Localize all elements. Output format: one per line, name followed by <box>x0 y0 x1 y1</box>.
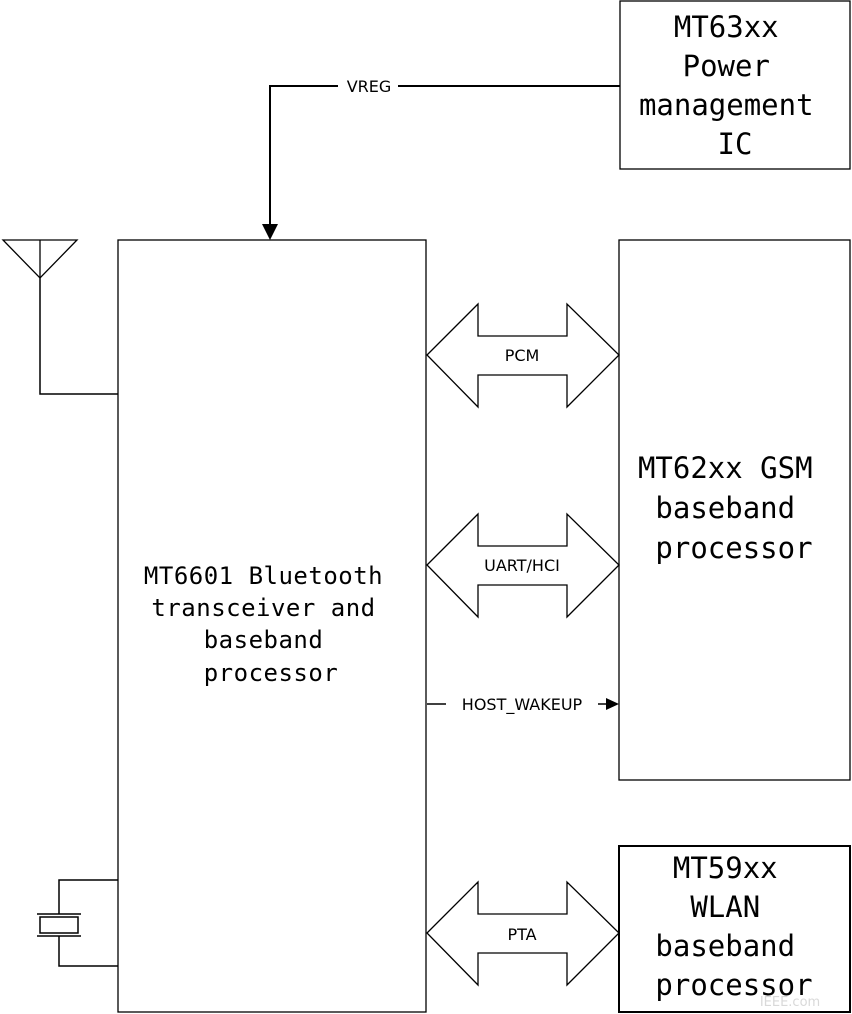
svg-text:MT62xx GSM baseband: MT62xx GSM baseband processor <box>638 451 830 565</box>
crystal-icon <box>37 879 118 967</box>
wlan-label-line3: baseband <box>655 929 795 963</box>
wlan-label-line2: WLAN <box>690 890 760 924</box>
host-wakeup-arrowhead <box>606 698 619 710</box>
bt-label-line4: processor <box>204 659 339 687</box>
bluetooth-block: MT6601 Bluetooth transceiver and baseban… <box>117 239 427 1013</box>
pcm-label: PCM <box>505 346 540 365</box>
pcm-bus-arrow: PCM <box>426 302 620 409</box>
gsm-block: MT62xx GSM baseband processor <box>618 239 851 781</box>
vreg-label: VREG <box>347 77 392 96</box>
pta-label: PTA <box>507 925 536 944</box>
vreg-arrowhead <box>262 224 278 240</box>
wlan-label-line1: MT59xx <box>673 851 778 885</box>
uart-label: UART/HCI <box>484 556 560 575</box>
wlan-block: MT59xx WLAN baseband processor <box>618 845 851 1013</box>
pmic-label-line3: management <box>639 88 814 122</box>
bt-label-line1: MT6601 Bluetooth <box>144 562 383 590</box>
gsm-label-line3: processor <box>655 531 812 565</box>
gsm-label-line2: baseband <box>655 491 795 525</box>
svg-text:MT63xx Power manag: MT63xx Power management IC <box>639 10 831 161</box>
pmic-label-line4: IC <box>718 127 753 161</box>
pmic-label-line2: Power <box>683 49 770 83</box>
uart-bus-arrow: UART/HCI <box>426 512 620 619</box>
pmic-block: MT63xx Power management IC <box>619 0 851 170</box>
host-wakeup-connection: HOST_WAKEUP <box>427 695 619 715</box>
pmic-label-line1: MT63xx <box>674 10 779 44</box>
svg-text:MT6601 Bluetooth transce: MT6601 Bluetooth transceiver and baseban… <box>144 562 398 687</box>
bt-label-line2: transceiver and <box>151 594 375 622</box>
svg-text:MT59xx WLAN baseba: MT59xx WLAN baseband processor <box>655 851 812 1002</box>
gsm-label-line1: MT62xx GSM <box>638 451 813 485</box>
antenna-icon <box>1 239 118 395</box>
host-wakeup-label: HOST_WAKEUP <box>462 695 583 715</box>
pta-bus-arrow: PTA <box>426 880 620 987</box>
wlan-label-line4: processor <box>655 968 812 1002</box>
bt-label-line3: baseband <box>204 626 324 654</box>
watermark: IEEE.com <box>760 995 820 1010</box>
vreg-connection: VREG <box>262 76 620 240</box>
